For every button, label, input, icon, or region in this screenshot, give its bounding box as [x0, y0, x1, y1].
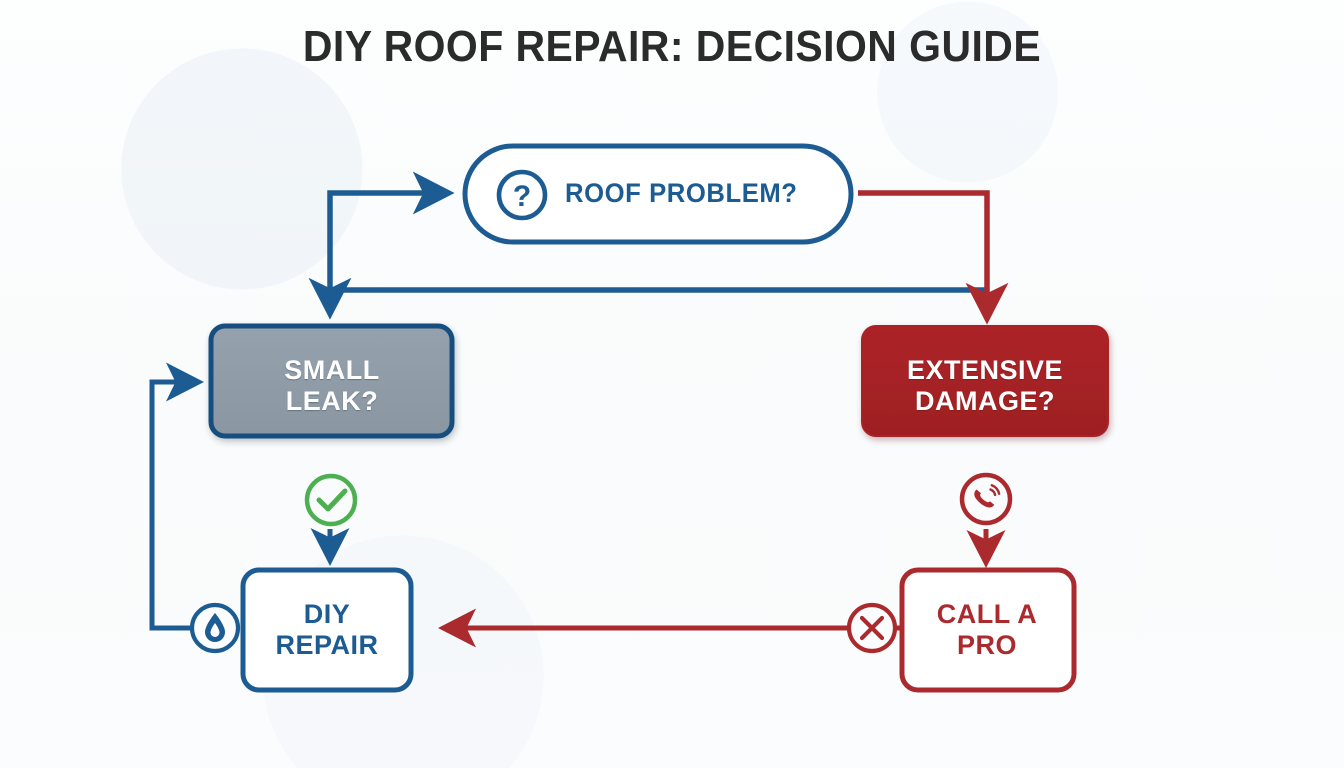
question-circle-icon: ? — [496, 169, 548, 221]
node-extensive-damage[interactable] — [861, 325, 1109, 437]
node-diy-repair[interactable] — [240, 567, 414, 693]
droplet-circle-icon — [189, 602, 241, 654]
edge-roof-problem-to-small-leak — [308, 277, 987, 320]
check-circle-icon — [304, 473, 358, 527]
cross-circle-icon — [846, 602, 898, 654]
node-small-leak[interactable] — [208, 323, 455, 439]
node-roof-problem[interactable] — [462, 143, 854, 245]
phone-circle-icon — [959, 472, 1013, 526]
edge-roof-problem-to-extensive-damage — [858, 190, 1009, 325]
page-title: DIY ROOF REPAIR: DECISION GUIDE — [302, 22, 1042, 71]
svg-text:?: ? — [513, 180, 531, 213]
node-call-a-pro[interactable] — [899, 567, 1077, 693]
edge-loop-back-to-roof-problem — [327, 171, 455, 293]
